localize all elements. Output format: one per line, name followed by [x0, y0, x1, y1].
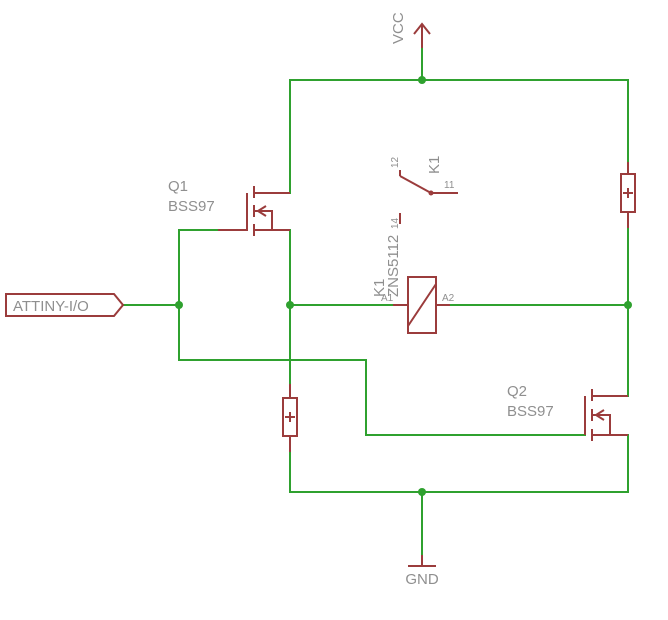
resistor-left-mark — [285, 412, 295, 422]
port-label: ATTINY-I/O — [13, 298, 89, 315]
gnd-symbol: GND — [405, 555, 439, 588]
gnd-bar-icon — [408, 555, 436, 567]
wire-left-bottom — [289, 434, 629, 493]
contact-ref: K1 — [426, 156, 443, 174]
q1-body-lead — [254, 210, 273, 230]
junctions — [175, 76, 632, 496]
q2-arrow-icon — [594, 409, 605, 421]
contact-lever — [399, 175, 432, 194]
mosfet-q2: Q2 BSS97 — [507, 383, 628, 441]
q1-ref: Q1 — [168, 178, 188, 195]
relay-pin-a1: A1 — [381, 293, 394, 304]
port-outline — [5, 293, 125, 317]
junction-mid-right — [624, 301, 632, 309]
q1-arrow-icon — [256, 205, 267, 217]
wire-q2-gate — [178, 359, 586, 436]
resistor-left-body — [282, 397, 298, 437]
resistor-left — [282, 384, 298, 452]
relay-coil-k1: A1 A2 K1 ZNS5112 — [371, 235, 455, 334]
resistor-right-body — [620, 173, 636, 213]
q2-ref: Q2 — [507, 383, 527, 400]
junction-mid-left — [286, 301, 294, 309]
mosfet-q1: Q1 BSS97 — [168, 178, 290, 236]
junction-gnd — [418, 488, 426, 496]
relay-value: ZNS5112 — [385, 235, 402, 297]
relay-contact-k1: K1 12 11 14 — [390, 156, 458, 229]
contact-pin-12: 12 — [390, 156, 401, 168]
contact-pivot-icon — [428, 190, 434, 196]
wire-q1-gate — [178, 229, 219, 361]
contact-pin-14: 14 — [390, 217, 401, 229]
gnd-label: GND — [405, 571, 439, 588]
port-attiny-io: ATTINY-I/O — [5, 293, 125, 317]
q2-body-lead — [592, 414, 611, 435]
q2-value: BSS97 — [507, 403, 554, 420]
q1-gate-plate — [218, 193, 248, 231]
vcc-symbol: VCC — [390, 12, 431, 48]
resistor-right-mark — [623, 188, 633, 198]
resistor-right — [620, 162, 636, 228]
wires — [122, 47, 629, 556]
contact-pin-11: 11 — [444, 180, 455, 191]
junction-vcc — [418, 76, 426, 84]
vcc-arrow-icon — [413, 22, 431, 48]
q1-value: BSS97 — [168, 198, 215, 215]
relay-ref: K1 — [371, 279, 388, 297]
vcc-label: VCC — [390, 12, 407, 44]
relay-pin-a2: A2 — [442, 293, 455, 304]
junction-input — [175, 301, 183, 309]
relay-coil-mark — [407, 283, 437, 327]
